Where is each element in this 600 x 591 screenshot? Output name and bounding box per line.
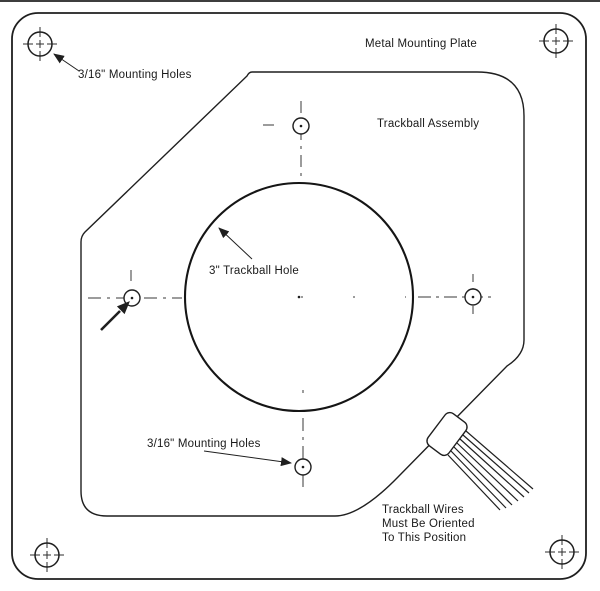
label-mounting-holes-top: 3/16" Mounting Holes xyxy=(78,69,192,81)
assembly-hole-bottom xyxy=(294,458,312,476)
corner-hole-bottom-right xyxy=(545,535,579,569)
label-mounting-holes-bottom: 3/16" Mounting Holes xyxy=(147,438,261,450)
orientation-arrow xyxy=(100,301,130,331)
label-wires-note-line2: Must Be Oriented xyxy=(382,518,475,530)
wire-connector xyxy=(426,411,468,457)
label-plate-title: Metal Mounting Plate xyxy=(365,38,477,50)
trackball-assembly-outline xyxy=(80,71,525,517)
leader-arrow-trackball-hole xyxy=(218,227,253,260)
corner-hole-top-left xyxy=(23,27,57,61)
trackball-hole-circle xyxy=(183,181,415,413)
label-trackball-hole: 3" Trackball Hole xyxy=(209,265,299,277)
mounting-plate-outline xyxy=(11,12,587,580)
label-wires-note: Trackball Wires Must Be Oriented To This… xyxy=(382,504,475,544)
corner-hole-bottom-left xyxy=(30,538,64,572)
assembly-hole-top xyxy=(292,117,310,135)
trackball-wires xyxy=(447,430,534,511)
leader-arrow-bottom-mounting-holes xyxy=(203,450,292,467)
label-assembly-title: Trackball Assembly xyxy=(377,118,479,130)
centerlines xyxy=(88,101,492,487)
trackball-hole-center-mark xyxy=(297,295,301,299)
label-wires-note-line3: To This Position xyxy=(382,532,466,544)
assembly-hole-right xyxy=(464,288,482,306)
label-wires-note-line1: Trackball Wires xyxy=(382,504,464,516)
scan-artifact-top-edge xyxy=(0,0,600,2)
leader-arrow-top-mounting-holes xyxy=(53,53,80,72)
corner-hole-top-right xyxy=(539,24,573,58)
